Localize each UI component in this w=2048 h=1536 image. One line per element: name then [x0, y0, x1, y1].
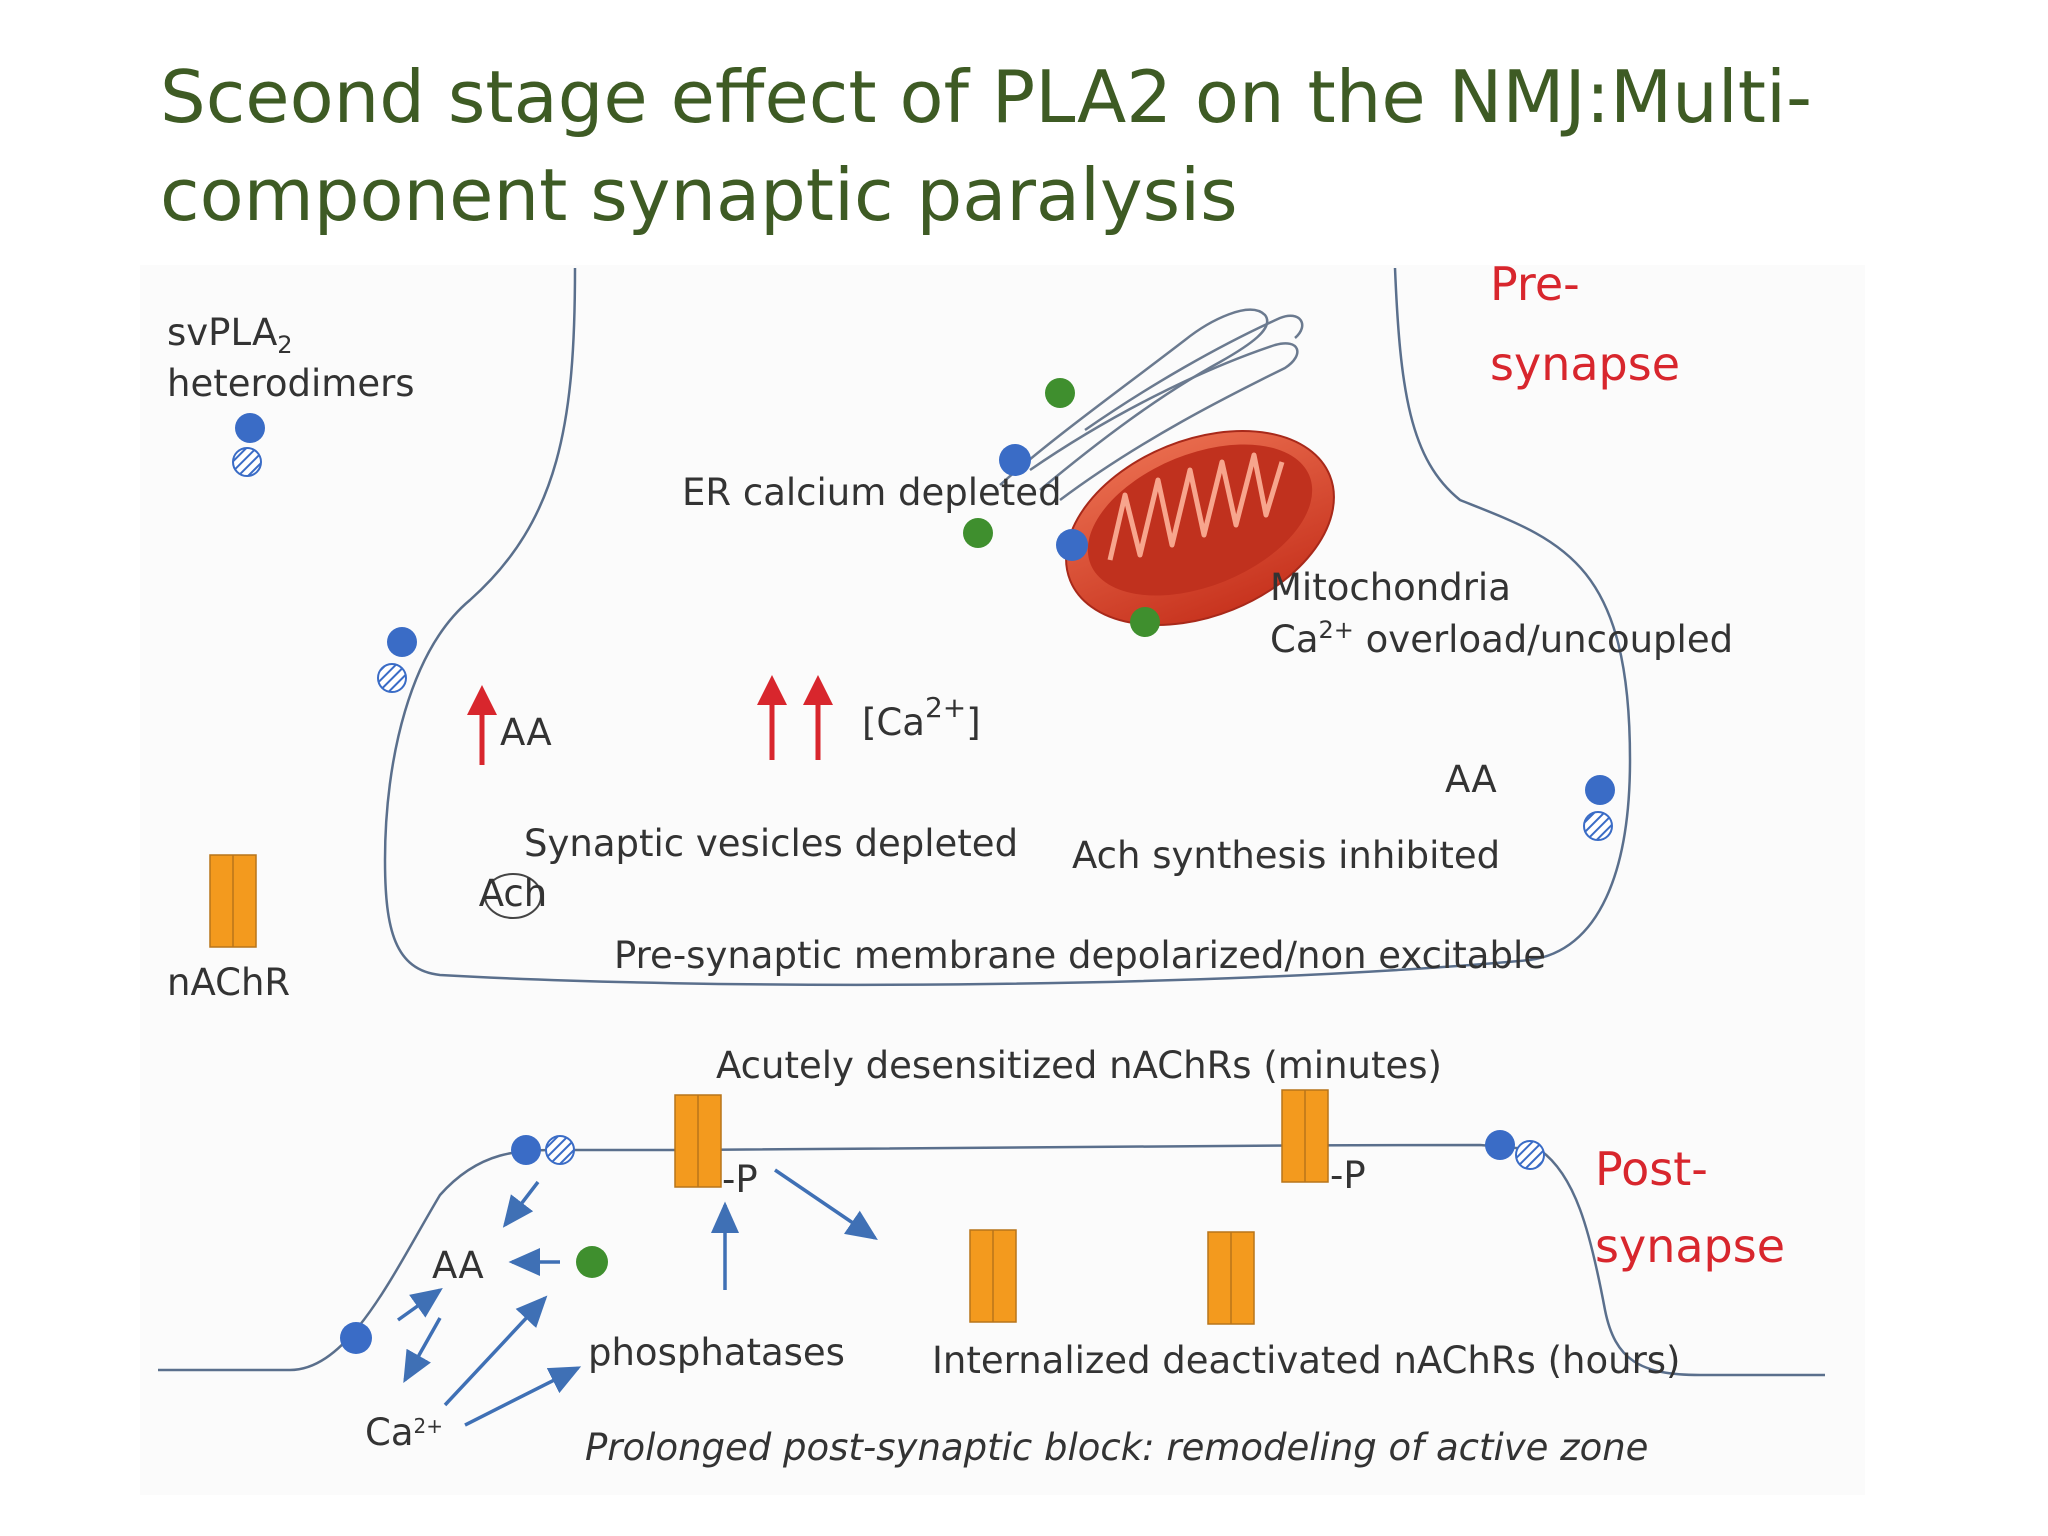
- postsynaptic-pla2-dimer-icon: [1485, 1130, 1545, 1170]
- nachr-desensitized-icon: [674, 1094, 722, 1188]
- membrane-depolarized-label: Pre-synaptic membrane depolarized/non ex…: [614, 934, 1546, 977]
- desensitized-label: Acutely desensitized nAChRs (minutes): [716, 1044, 1442, 1087]
- endoplasmic-reticulum-icon: [999, 308, 1304, 502]
- internalized-label: Internalized deactivated nAChRs (hours): [932, 1339, 1681, 1382]
- aa-post-label: AA: [432, 1244, 484, 1287]
- arrow-icon: [403, 1317, 442, 1384]
- legend-nachr-icon: [209, 854, 257, 948]
- mitochondria-icon: [1065, 430, 1335, 626]
- vesicles-label: Synaptic vesicles depleted: [524, 822, 1018, 865]
- post-synapse-label-1: Post-: [1595, 1142, 1708, 1196]
- ca-increase-label: [Ca2+]: [862, 691, 981, 744]
- green-dot-icon: [1130, 607, 1160, 637]
- pre-synapse-label-1: Pre-: [1490, 257, 1580, 311]
- ca-post-label: Ca2+: [365, 1411, 443, 1454]
- legend-svpla2: svPLA2: [167, 311, 293, 359]
- legend-nachr: nAChR: [167, 961, 290, 1004]
- pre-synapse-label-2: synapse: [1490, 337, 1680, 391]
- aa-increase-label: AA: [500, 711, 552, 754]
- arrow-icon: [443, 1295, 548, 1407]
- legend-pla2-dimer-icon: [232, 413, 265, 477]
- er-calcium-label: ER calcium depleted: [682, 471, 1062, 514]
- legend-heterodimers: heterodimers: [167, 362, 415, 405]
- aa-right-label: AA: [1445, 758, 1497, 801]
- green-dot-icon: [1045, 378, 1075, 408]
- pla2-blue-icon: [1056, 529, 1088, 561]
- ach-vesicle-icon: Ach: [479, 872, 547, 919]
- pla2-blue-icon: [340, 1322, 372, 1354]
- arrow-icon: [396, 1287, 443, 1322]
- phospho-right-label: -P: [1330, 1154, 1366, 1197]
- postsynaptic-pla2-dimer-icon: [511, 1135, 575, 1165]
- prolonged-block-label: Prolonged post-synaptic block: remodelin…: [585, 1426, 1648, 1469]
- postsynaptic-membrane: [158, 1143, 1825, 1377]
- ach-synthesis-label: Ach synthesis inhibited: [1072, 834, 1500, 877]
- nachr-internalized-icon: [1207, 1231, 1255, 1325]
- nachr-desensitized-icon: [1281, 1089, 1329, 1183]
- arrow-icon: [502, 1180, 540, 1228]
- presynaptic-membrane: [383, 267, 1632, 987]
- post-synapse-label-2: synapse: [1595, 1219, 1785, 1273]
- pla2-blue-icon: [999, 444, 1031, 476]
- arrow-icon: [464, 1366, 582, 1427]
- green-dot-icon: [576, 1246, 608, 1278]
- phospho-left-label: -P: [722, 1158, 758, 1201]
- phosphatases-label: phosphatases: [588, 1331, 845, 1374]
- membrane-pla2-dimer-icon: [377, 627, 417, 693]
- green-dot-icon: [963, 518, 993, 548]
- svg-text:Ach: Ach: [479, 872, 547, 915]
- title-line-1: Sceond stage effect of PLA2 on the NMJ:M…: [160, 55, 1812, 139]
- nachr-internalized-icon: [969, 1229, 1017, 1323]
- mito-label-2: Ca2+ overload/uncoupled: [1270, 616, 1733, 661]
- membrane-pla2-dimer-icon: [1583, 775, 1615, 841]
- mito-label-1: Mitochondria: [1270, 566, 1511, 609]
- signaling-arrows: [396, 1168, 878, 1427]
- title-line-2: component synaptic paralysis: [160, 153, 1238, 237]
- slide-title: Sceond stage effect of PLA2 on the NMJ:M…: [160, 48, 1980, 244]
- arrow-icon: [774, 1168, 878, 1240]
